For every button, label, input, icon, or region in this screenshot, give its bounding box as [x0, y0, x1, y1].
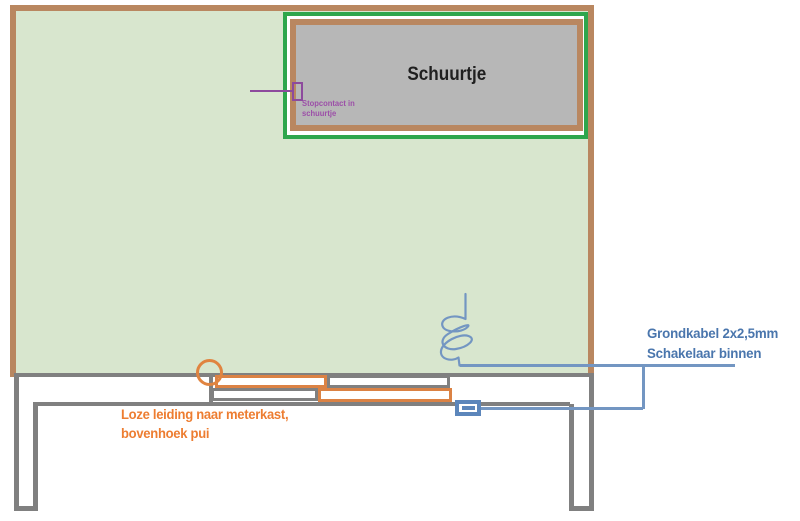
conduit-note-line2: bovenhoek pui [121, 425, 210, 441]
switch-leader-line [481, 407, 643, 410]
cable-note-line2: Schakelaar binnen [647, 345, 762, 361]
ground-cable-line [460, 364, 735, 367]
cable-branch-line [642, 365, 645, 409]
conduit-note: Loze leiding naar meterkast, bovenhoek p… [121, 405, 289, 443]
house-left-wall-outer [14, 377, 19, 510]
house-left-wall-inner [33, 402, 38, 508]
switch-symbol-dash [462, 406, 475, 410]
cable-note-line1: Grondkabel 2x2,5mm [647, 325, 779, 341]
house-inner-wall [38, 402, 570, 406]
socket-leader-line [250, 90, 293, 92]
conduit-bar-top-orange [215, 375, 327, 388]
wall-bar-top-gray [327, 375, 450, 388]
ground-cable-coil [439, 292, 473, 367]
shed-label: Schuurtje [407, 64, 487, 85]
coil-path [439, 292, 473, 367]
conduit-exit-circle [196, 359, 223, 386]
socket-note-line1: Stopcontact in [302, 99, 355, 108]
switch-symbol [455, 400, 481, 416]
shed: Schuurtje [290, 19, 583, 131]
conduit-note-line1: Loze leiding naar meterkast, [121, 406, 289, 422]
house-right-wall-cap [569, 506, 594, 511]
socket-symbol [292, 82, 303, 101]
house-right-wall-outer [589, 377, 594, 510]
house-left-wall-cap [14, 506, 38, 511]
socket-note: Stopcontact in schuurtje [302, 99, 355, 119]
socket-note-line2: schuurtje [302, 109, 337, 118]
cable-note: Grondkabel 2x2,5mm Schakelaar binnen [647, 323, 778, 363]
wall-bar-bottom-gray [211, 388, 318, 401]
conduit-bar-bottom-orange [318, 388, 452, 402]
house-right-wall-inner [569, 404, 574, 507]
